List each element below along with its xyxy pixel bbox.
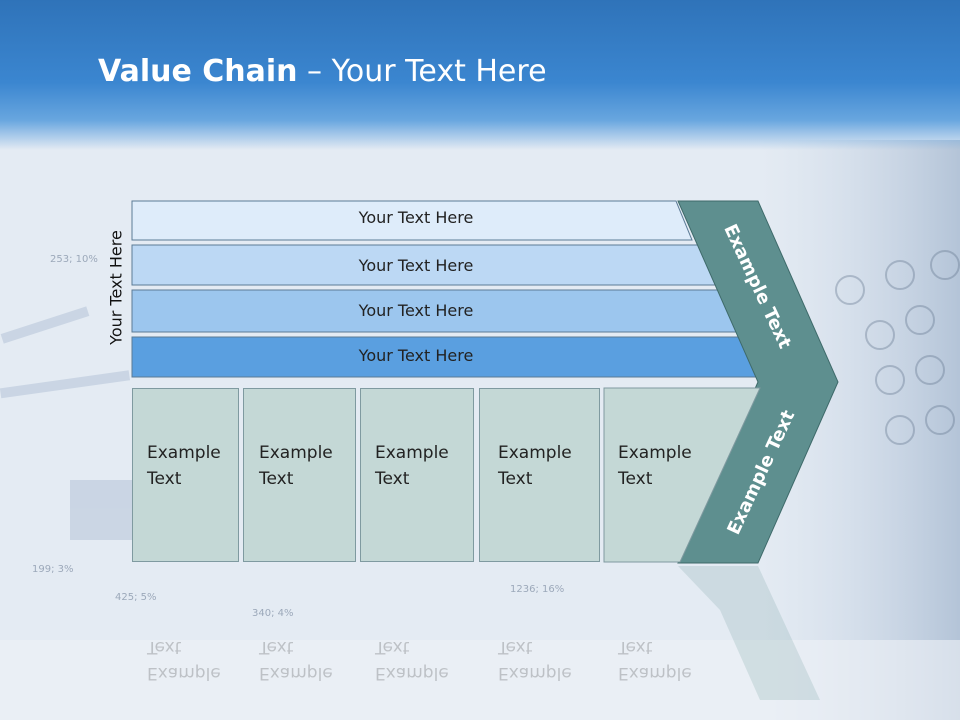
box-1-reflection-line1: Example	[147, 663, 221, 683]
box-4-reflection-line2: Text	[498, 637, 533, 657]
side-label: Your Text Here	[106, 230, 126, 345]
box-1-reflection: Example Text	[147, 634, 237, 686]
chain-bar-1[interactable]	[131, 200, 693, 241]
chain-box-4[interactable]	[479, 388, 600, 562]
box-2-reflection-line1: Example	[259, 663, 333, 683]
box-5-line1: Example	[618, 443, 692, 463]
box-2-reflection: Example Text	[259, 634, 349, 686]
box-5-reflection-line2: Text	[618, 637, 653, 657]
bg-number-1: 253; 10%	[50, 254, 98, 265]
title-bold: Value Chain	[98, 54, 298, 89]
box-2-line2: Text	[259, 469, 294, 489]
box-4-reflection: Example Text	[498, 634, 588, 686]
box-4-line1: Example	[498, 443, 572, 463]
box-3-reflection-line1: Example	[375, 663, 449, 683]
box-3-reflection: Example Text	[375, 634, 465, 686]
chain-box-5-shape[interactable]	[603, 387, 761, 563]
chain-bar-1-label: Your Text Here	[358, 208, 474, 227]
box-1-reflection-line2: Text	[147, 637, 182, 657]
slide-title: Value Chain – Your Text Here	[98, 54, 547, 89]
calculator-keys	[835, 250, 960, 445]
chain-bar-4-label: Your Text Here	[358, 346, 474, 365]
box-1-line1: Example	[147, 443, 221, 463]
title-rest: – Your Text Here	[297, 54, 547, 89]
box-2-line1: Example	[259, 443, 333, 463]
title-bar	[0, 0, 960, 150]
box-5-reflection: Example Text	[618, 634, 708, 686]
bg-number-2: 199; 3%	[32, 564, 74, 575]
bg-number-5: 1236; 16%	[510, 584, 564, 595]
box-3-line2: Text	[375, 469, 410, 489]
box-2-reflection-line2: Text	[259, 637, 294, 657]
box-4-reflection-line1: Example	[498, 663, 572, 683]
value-chain-arrow-reflection	[678, 566, 820, 700]
chain-box-2[interactable]	[243, 388, 356, 562]
bg-number-4: 340; 4%	[252, 608, 294, 619]
box-5-line2: Text	[618, 469, 653, 489]
chain-box-3[interactable]	[360, 388, 474, 562]
chain-bar-2-label: Your Text Here	[358, 256, 474, 275]
background-numbers: 253; 10% 199; 3% 425; 5% 340; 4% 1236; 1…	[32, 254, 564, 619]
box-1-line2: Text	[147, 469, 182, 489]
chain-box-1[interactable]	[132, 388, 239, 562]
box-4-line2: Text	[498, 469, 533, 489]
box-3-line1: Example	[375, 443, 449, 463]
box-5-reflection-line1: Example	[618, 663, 692, 683]
bg-number-3: 425; 5%	[115, 592, 157, 603]
box-3-reflection-line2: Text	[375, 637, 410, 657]
chain-bar-3-label: Your Text Here	[358, 301, 474, 320]
